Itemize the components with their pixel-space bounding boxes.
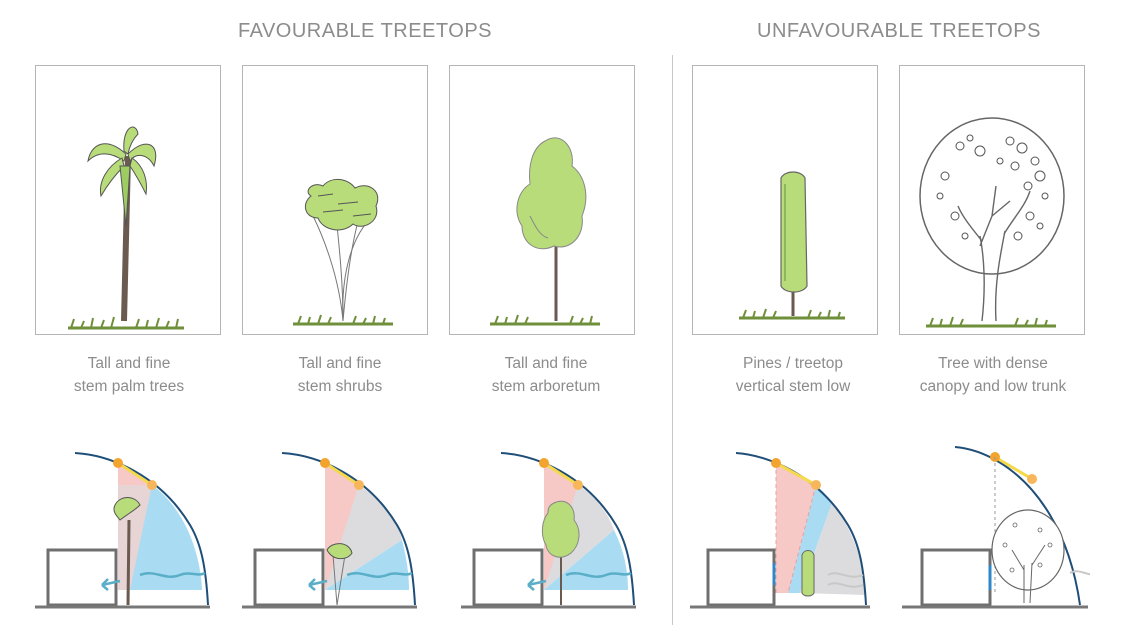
dense-tree-illustration [919, 117, 1065, 328]
palm-sun-diagram-svg [35, 452, 210, 609]
caption-palm: Tall and fine stem palm trees [29, 352, 229, 398]
caption-palm-line2: stem palm trees [73, 378, 185, 395]
pine-sun-diagram [688, 445, 878, 620]
caption-shrub-line2: stem shrubs [297, 378, 383, 395]
dense-sun-diagram-svg [902, 446, 1090, 609]
shrub-illustration [293, 179, 393, 326]
caption-arboretum-line1: Tall and fine [504, 355, 588, 372]
caption-pine-line1: Pines / treetop [743, 355, 843, 372]
palm-sun-diagram [30, 445, 220, 620]
caption-pine-line2: vertical stem low [735, 378, 851, 395]
shrub-panel [242, 65, 428, 335]
caption-palm-line1: Tall and fine [87, 355, 171, 372]
caption-pine: Pines / treetop vertical stem low [693, 352, 893, 398]
arboretum-illustration [490, 137, 600, 326]
dense-tree-panel [899, 65, 1085, 335]
arboretum-sun-diagram [456, 445, 646, 620]
palm-tree-panel [35, 65, 221, 335]
caption-shrub: Tall and fine stem shrubs [240, 352, 440, 398]
unfavourable-heading: UNFAVOURABLE TREETOPS [757, 20, 1041, 42]
shrub-sun-diagram [237, 445, 427, 620]
palm-tree-illustration [68, 126, 184, 330]
caption-shrub-line1: Tall and fine [298, 355, 382, 372]
section-divider [672, 55, 673, 625]
pine-illustration [739, 171, 845, 320]
caption-dense: Tree with dense canopy and low trunk [893, 352, 1093, 398]
pine-panel [692, 65, 878, 335]
pine-sun-diagram-svg [690, 452, 870, 609]
dense-sun-diagram [900, 445, 1090, 620]
favourable-heading: FAVOURABLE TREETOPS [238, 20, 493, 42]
caption-arboretum-line2: stem arboretum [491, 378, 601, 395]
arboretum-panel [449, 65, 635, 335]
arboretum-sun-diagram-svg [461, 452, 636, 609]
caption-arboretum: Tall and fine stem arboretum [446, 352, 646, 398]
shrub-sun-diagram-svg [242, 452, 417, 609]
caption-dense-line1: Tree with dense [938, 355, 1048, 372]
caption-dense-line2: canopy and low trunk [919, 378, 1067, 395]
